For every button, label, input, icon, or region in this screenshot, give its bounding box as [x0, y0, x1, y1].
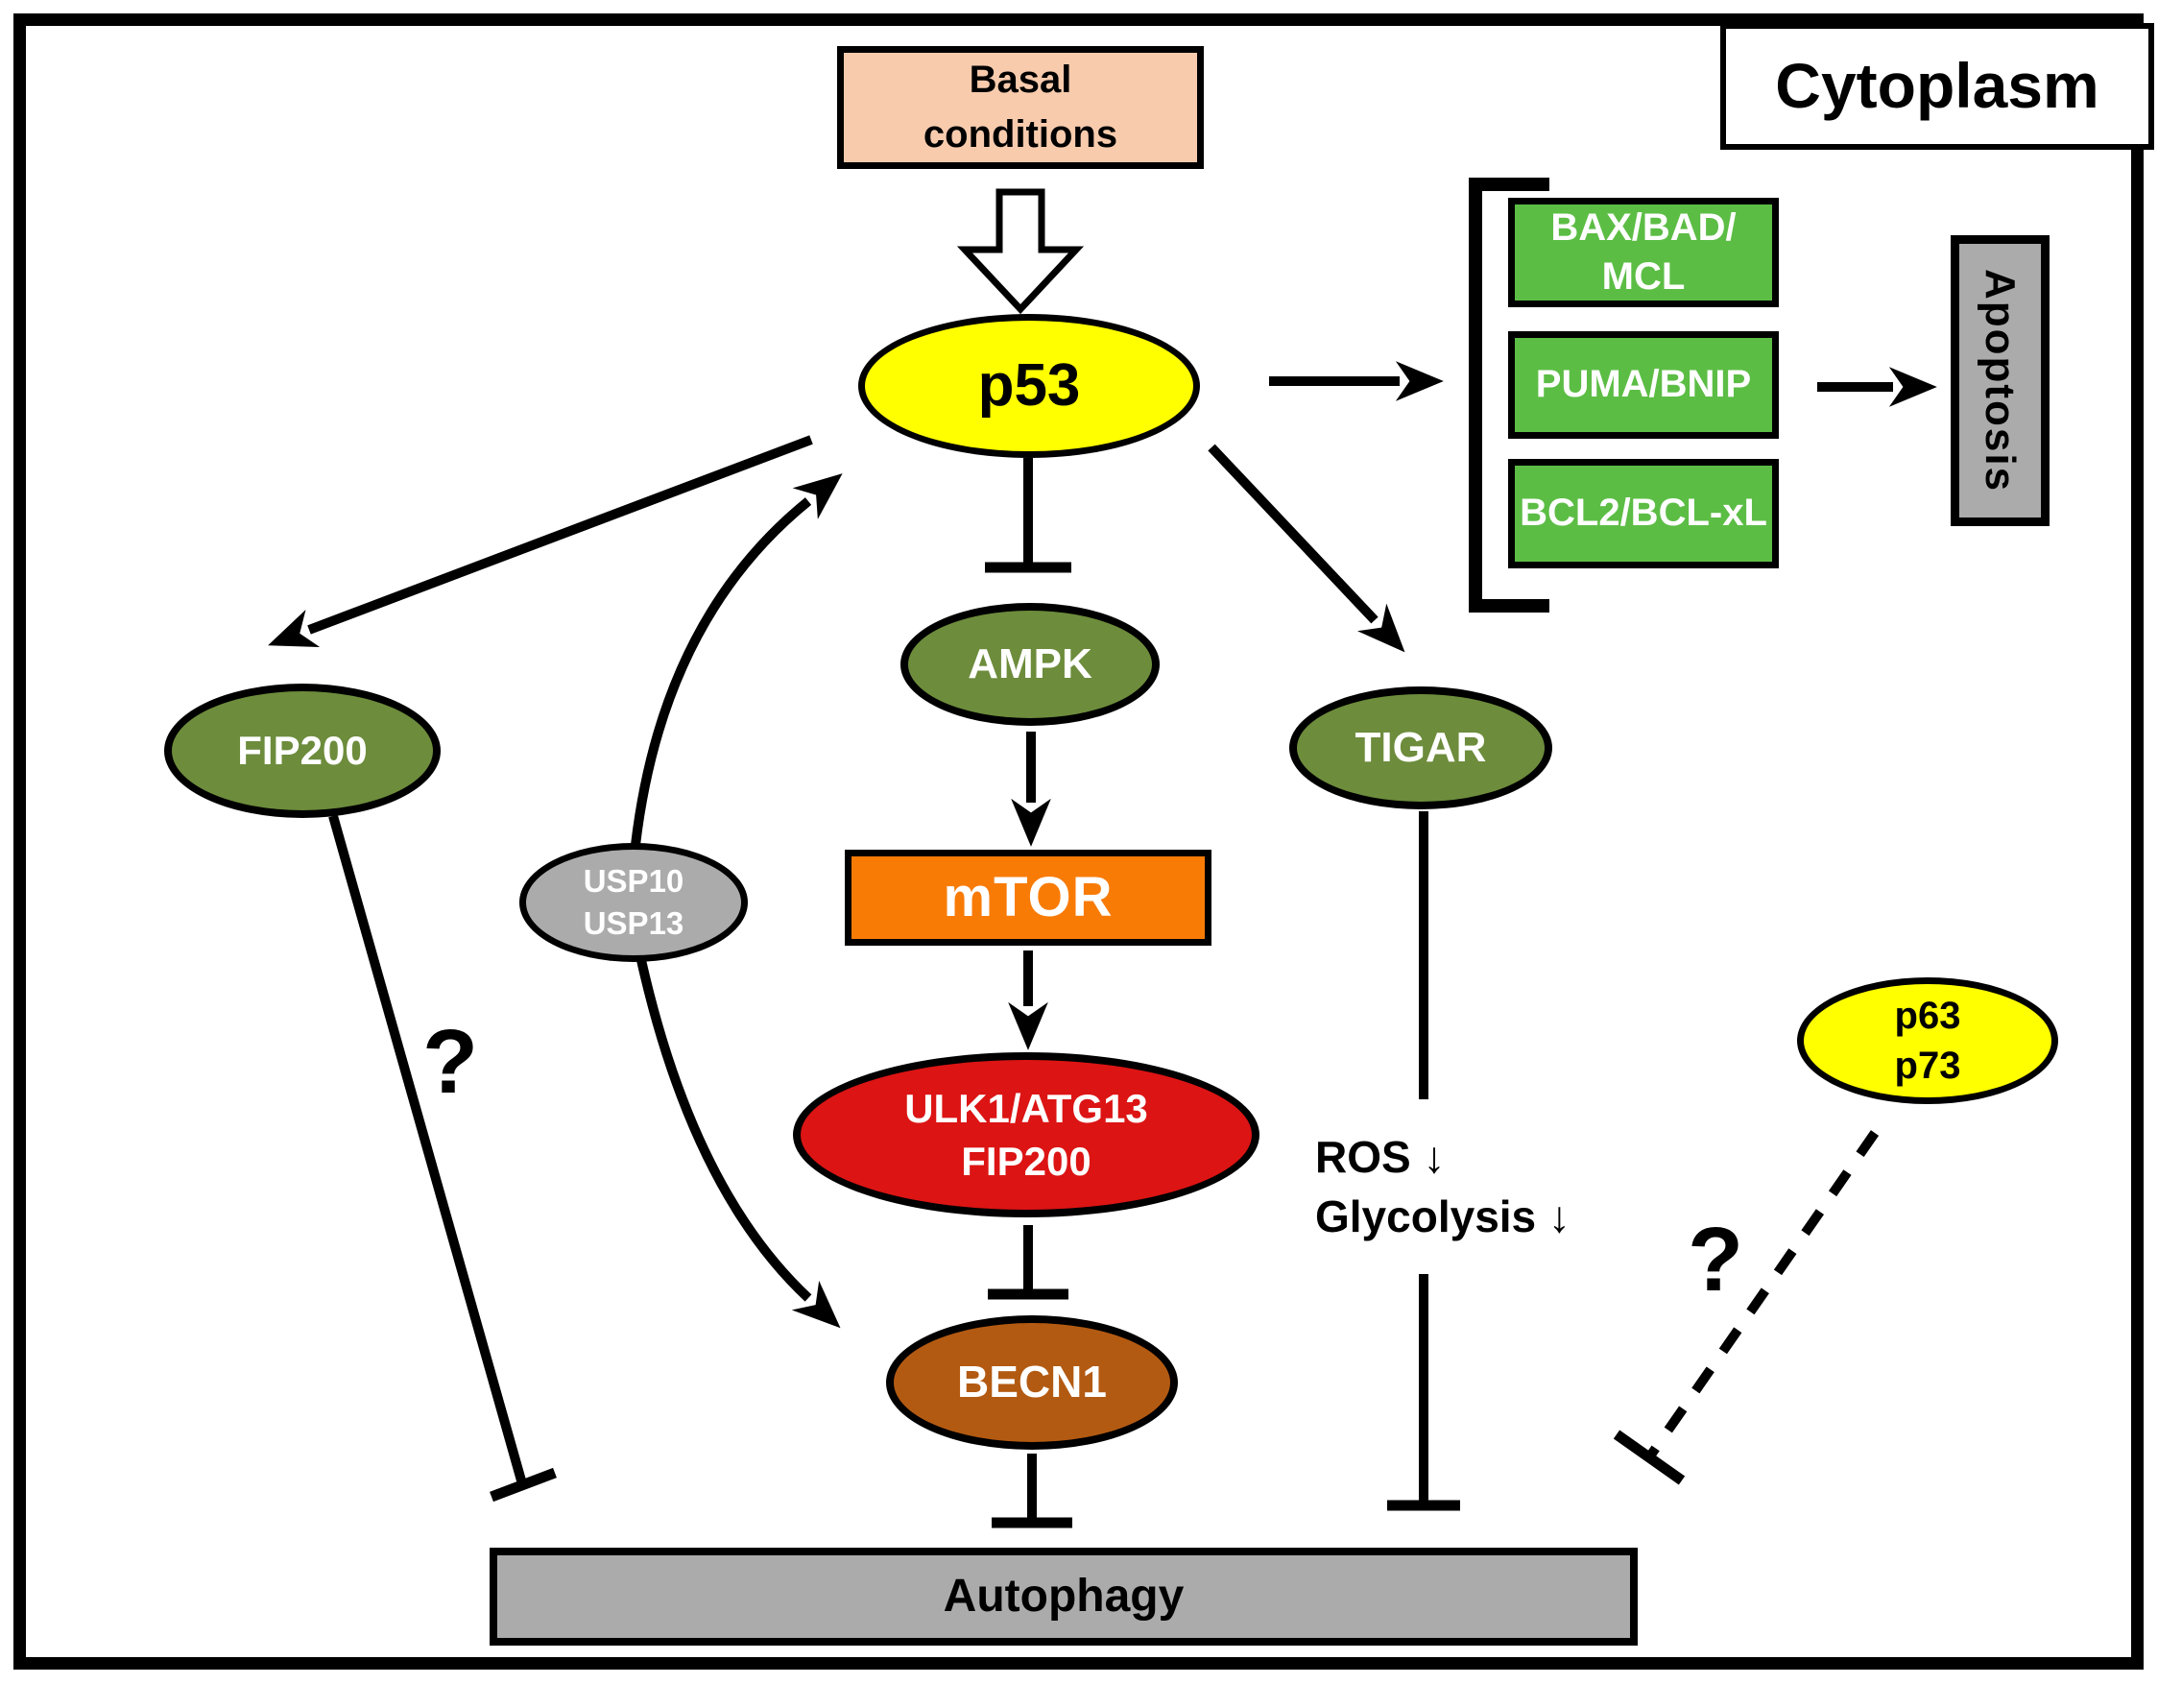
- basal-line2: conditions: [923, 113, 1118, 156]
- inhibit-p63-autophagy-bar: [1613, 1430, 1686, 1485]
- ampk-node: AMPK: [900, 603, 1160, 726]
- p63-p73-node: p63 p73: [1797, 977, 2058, 1104]
- usp10-usp13-node: USP10 USP13: [519, 843, 748, 962]
- basal-line1: Basal: [969, 59, 1072, 102]
- bracket: [1469, 178, 1549, 613]
- bax-line2: MCL: [1601, 255, 1686, 298]
- glycolysis-annotation: Glycolysis ↓: [1315, 1191, 1571, 1241]
- puma-bnip-box: PUMA/BNIP: [1508, 331, 1779, 439]
- ampk-label: AMPK: [968, 640, 1092, 688]
- question-mark-fip200: ?: [422, 1011, 479, 1113]
- ros-annotation: ROS ↓: [1315, 1132, 1446, 1182]
- p53-node: p53: [858, 314, 1200, 458]
- bax-line1: BAX/BAD/: [1550, 205, 1737, 249]
- arrow-usp-p53: [631, 473, 843, 846]
- tigar-label: TIGAR: [1355, 724, 1487, 772]
- inhibit-p63-autophagy-dashed: [1644, 1130, 1880, 1460]
- arrow-p53-fip200: [268, 435, 813, 648]
- fip200-label: FIP200: [237, 727, 368, 773]
- arrow-p53-tigar: [1208, 444, 1405, 653]
- block-arrow-basal-to-p53: [956, 188, 1085, 315]
- inhibit-fip200-autophagy-bar: [490, 1467, 557, 1503]
- fip200-node: FIP200: [164, 684, 441, 818]
- p63-line2: p73: [1894, 1045, 1961, 1087]
- basal-conditions-box: Basal conditions: [837, 46, 1204, 169]
- arrow-usp-becn1: [636, 958, 841, 1329]
- autophagy-box: Autophagy: [490, 1548, 1638, 1646]
- cytoplasm-border: [13, 13, 2144, 1670]
- tigar-node: TIGAR: [1289, 686, 1552, 809]
- cytoplasm-label-box: Cytoplasm: [1720, 23, 2154, 150]
- question-mark-p63: ?: [1688, 1209, 1744, 1311]
- apoptosis-box: Apoptosis: [1951, 235, 2050, 526]
- ulk1-atg13-fip200-node: ULK1/ATG13 FIP200: [793, 1052, 1259, 1217]
- bax-bad-mcl-box: BAX/BAD/ MCL: [1508, 198, 1779, 307]
- becn1-label: BECN1: [957, 1357, 1107, 1407]
- p63-line1: p63: [1894, 995, 1961, 1037]
- bcl2-bclxl-box: BCL2/BCL-xL: [1508, 459, 1779, 568]
- inhibit-fip200-autophagy-line: [328, 814, 526, 1482]
- mtor-box: mTOR: [845, 850, 1211, 946]
- ulk-line1: ULK1/ATG13: [904, 1085, 1148, 1131]
- mtor-label: mTOR: [943, 866, 1114, 929]
- usp-line1: USP10: [583, 863, 684, 900]
- autophagy-label: Autophagy: [943, 1570, 1185, 1622]
- apoptosis-label: Apoptosis: [1977, 268, 2025, 493]
- p53-label: p53: [977, 351, 1081, 419]
- ulk-line2: FIP200: [961, 1139, 1091, 1184]
- cytoplasm-label: Cytoplasm: [1775, 50, 2099, 122]
- bcl-label: BCL2/BCL-xL: [1520, 492, 1767, 535]
- becn1-node: BECN1: [886, 1315, 1178, 1450]
- usp-line2: USP13: [583, 905, 684, 941]
- puma-label: PUMA/BNIP: [1535, 363, 1752, 406]
